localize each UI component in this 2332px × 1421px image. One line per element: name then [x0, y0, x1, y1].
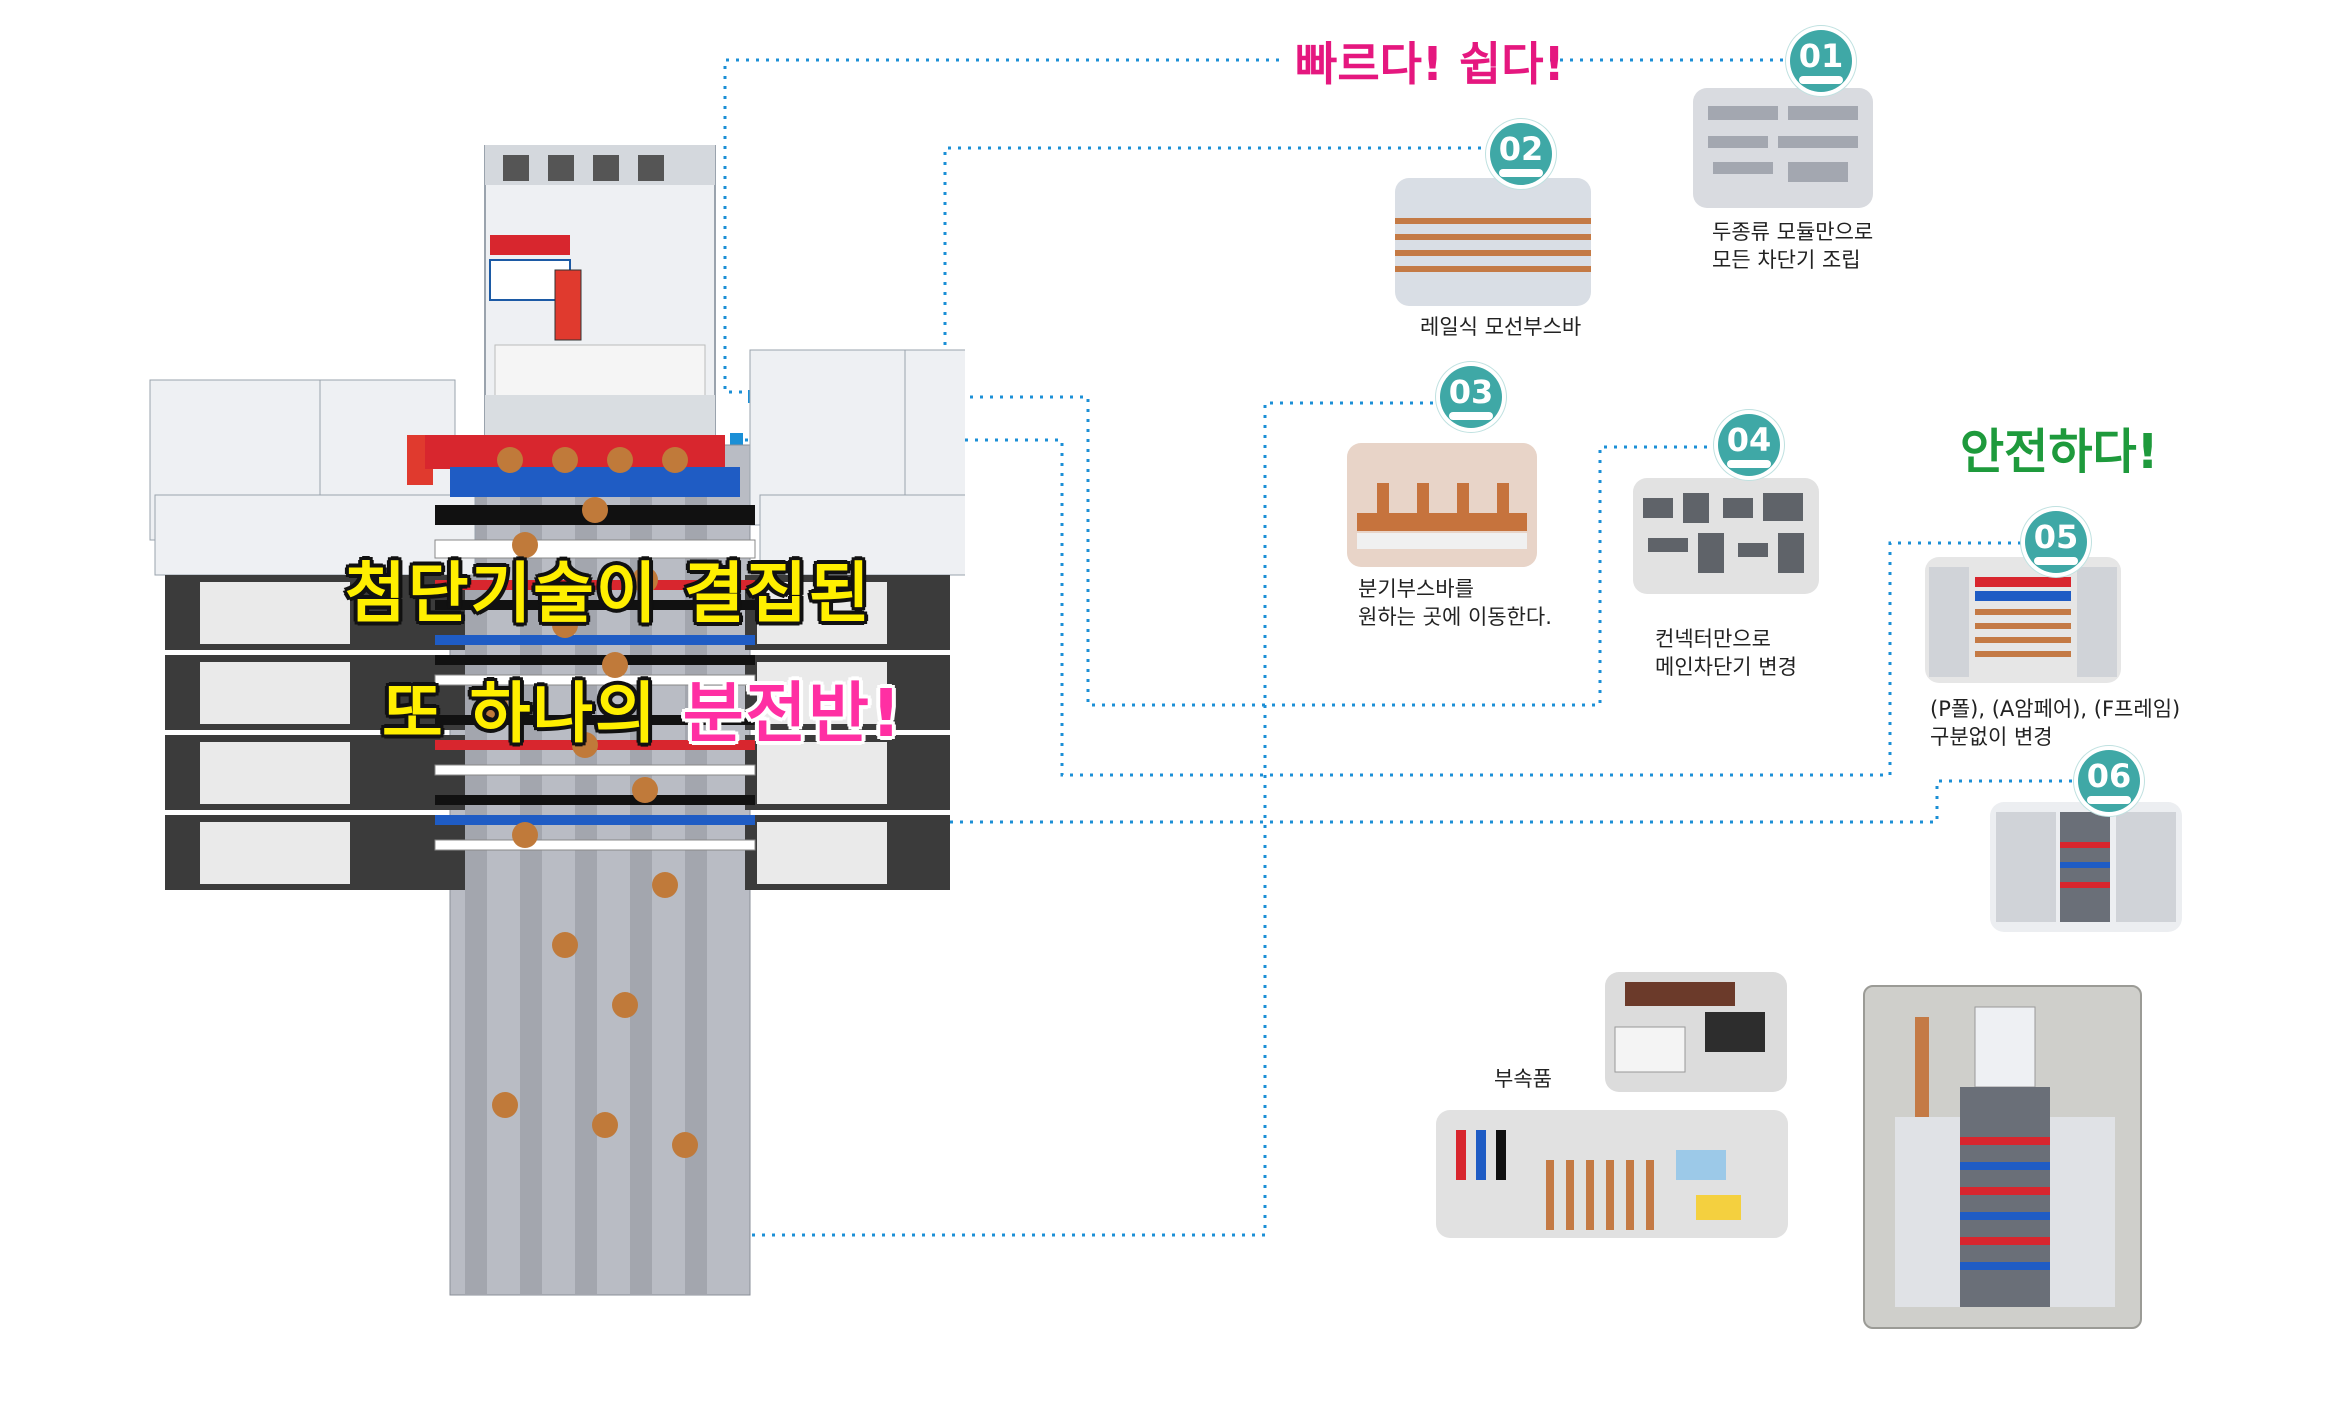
feature-01-badge: 01 — [1790, 30, 1852, 92]
feature-03-caption: 분기부스바를 원하는 곳에 이동한다. — [1358, 577, 1552, 629]
feature-02-number: 02 — [1498, 130, 1544, 168]
feature-04-badge: 04 — [1718, 414, 1780, 476]
feature-02-caption: 레일식 모선부스바 — [1420, 315, 1582, 339]
connector-marker — [730, 433, 743, 446]
feature-05-image — [1925, 557, 2121, 683]
feature-01-image — [1693, 88, 1873, 208]
heading-safe: 안전하다! — [1960, 424, 2159, 480]
feature-03-number: 03 — [1448, 373, 1494, 411]
feature-02-badge: 02 — [1490, 123, 1552, 185]
feature-06-number: 06 — [2086, 757, 2132, 795]
feature-06-image — [1990, 802, 2182, 932]
feature-01-caption: 두종류 모듈만으로 모든 차단기 조립 — [1712, 220, 1874, 272]
overlay-title-line1: 첨단기술이 결집된 — [345, 555, 872, 632]
feature-04-image — [1633, 478, 1819, 594]
feature-06-badge: 06 — [2078, 750, 2140, 812]
accessories-image-top — [1605, 972, 1787, 1092]
overlay-title-line2-prefix: 또 하나의 — [382, 675, 683, 752]
feature-05-badge: 05 — [2025, 511, 2087, 573]
feature-04-caption: 컨넥터만으로 메인차단기 변경 — [1655, 627, 1797, 679]
accessories-label: 부속품 — [1494, 1067, 1552, 1091]
accessories-image-bottom — [1436, 1110, 1788, 1238]
feature-02-image — [1395, 178, 1591, 306]
feature-01-number: 01 — [1798, 37, 1844, 75]
overlay-title-highlight: 분전반! — [682, 675, 904, 752]
overlay-title-line2: 또 하나의 분전반! — [382, 660, 903, 756]
installed-panel-image — [1863, 985, 2142, 1329]
feature-03-badge: 03 — [1440, 366, 1502, 428]
heading-fast-easy: 빠르다! 쉽다! — [1295, 37, 1565, 91]
distribution-panel-image — [145, 144, 1006, 1300]
feature-04-number: 04 — [1726, 421, 1772, 459]
feature-05-number: 05 — [2033, 518, 2079, 556]
feature-05-caption: (P폴), (A암페어), (F프레임) 구분없이 변경 — [1930, 697, 2181, 749]
feature-03-image — [1347, 443, 1537, 567]
